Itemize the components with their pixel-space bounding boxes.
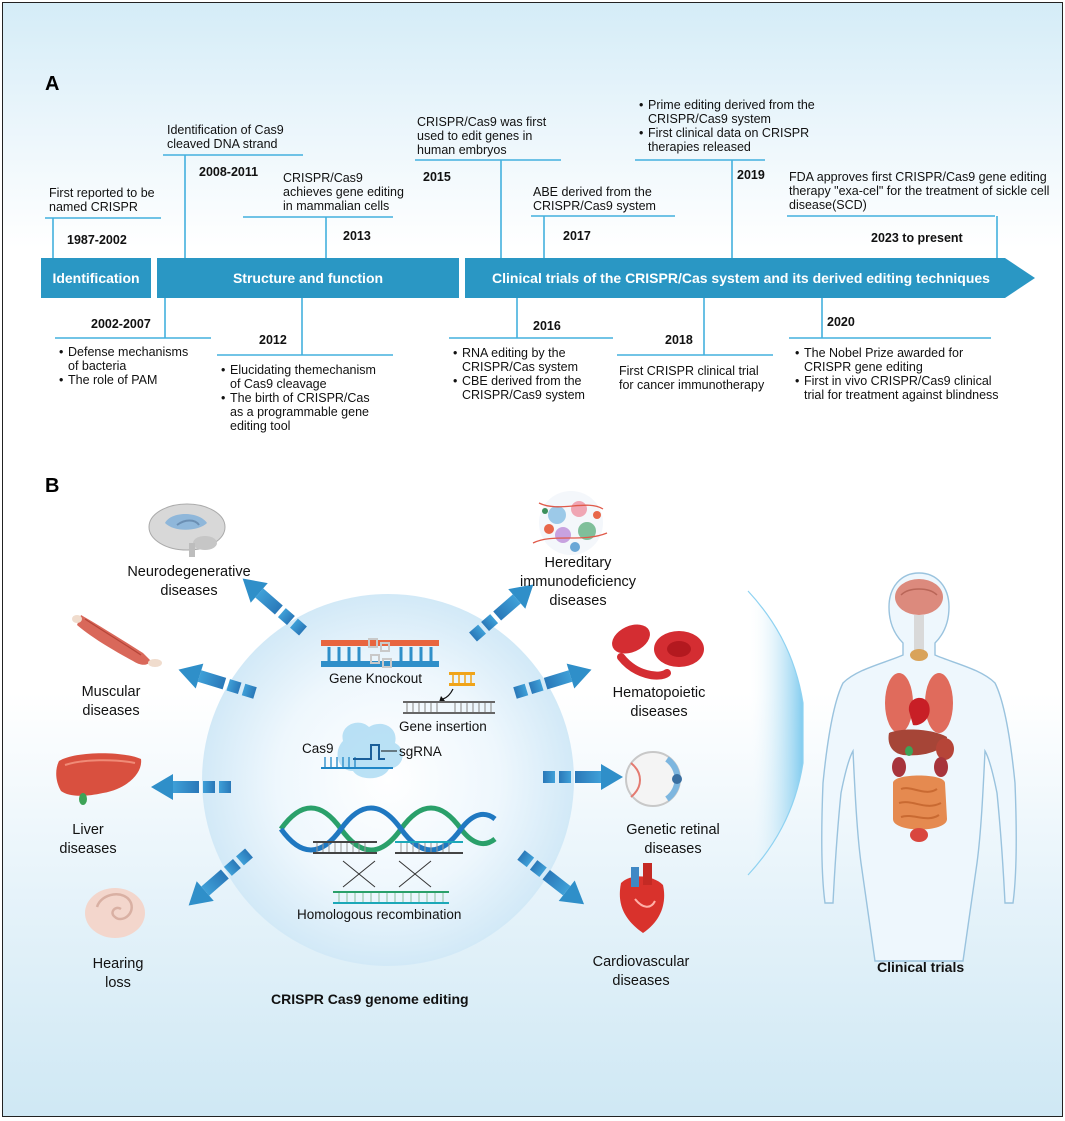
event-1987-text: First reported to be named CRISPR <box>49 186 155 214</box>
sgrna-label: sgRNA <box>399 744 442 759</box>
event-2017-text: ABE derived from the CRISPR/Cas9 system <box>533 185 656 213</box>
event-2012-item: Elucidating themechanism of Cas9 cleavag… <box>221 363 376 391</box>
double-helix-icon <box>278 805 497 853</box>
timeline-bar <box>41 258 1035 298</box>
gene-insertion-label: Gene insertion <box>399 719 487 734</box>
event-2020-year: 2020 <box>827 315 855 329</box>
insertion-dna-icon <box>403 672 495 714</box>
heart-icon <box>619 863 665 933</box>
event-2012-year: 2012 <box>259 333 287 347</box>
event-2020-list: The Nobel Prize awarded for CRISPR gene … <box>795 346 999 402</box>
band-label-clinical: Clinical trials of the CRISPR/Cas system… <box>492 270 990 286</box>
disease-hematopoietic: Hematopoietic diseases <box>612 685 706 720</box>
ear-icon <box>85 888 145 938</box>
event-2020-item: First in vivo CRISPR/Cas9 clinical trial… <box>795 374 999 402</box>
liver-icon <box>56 753 142 805</box>
eye-icon <box>625 751 682 807</box>
genome-editing-caption: CRISPR Cas9 genome editing <box>271 991 469 1007</box>
knockout-dna-icon <box>321 638 439 668</box>
event-2002-year: 2002-2007 <box>91 317 151 331</box>
event-2012-list: Elucidating themechanism of Cas9 cleavag… <box>221 363 376 433</box>
event-2018-year: 2018 <box>665 333 693 347</box>
disease-neurodegenerative: Neurodegenerative diseases <box>127 564 251 599</box>
muscle-icon <box>72 615 162 667</box>
event-2016-year: 2016 <box>533 319 561 333</box>
timeline-connectors <box>45 154 998 356</box>
disease-retinal: Genetic retinal diseases <box>626 822 720 857</box>
homologous-recombination-label: Homologous recombination <box>297 907 462 922</box>
human-body-icon <box>821 572 1017 962</box>
event-2008-year: 2008-2011 <box>199 165 259 179</box>
clinical-trials-caption: Clinical trials <box>877 959 965 975</box>
genome-editing-circle <box>202 594 574 966</box>
event-2002-list: Defense mechanisms of bacteria The role … <box>59 345 188 387</box>
event-2015-text: CRISPR/Cas9 was first used to edit genes… <box>417 115 547 157</box>
event-2023-text: FDA approves first CRISPR/Cas9 gene edit… <box>789 170 1050 212</box>
disease-cardiovascular: Cardiovascular diseases <box>592 954 690 989</box>
red-blood-cell-icon <box>612 624 704 680</box>
band-clinical-trials <box>465 258 1035 298</box>
event-2002-item: The role of PAM <box>59 373 188 387</box>
event-2013-text: CRISPR/Cas9 achieves gene editing in mam… <box>283 171 404 213</box>
event-2016-item: RNA editing by the CRISPR/Cas system <box>453 346 585 374</box>
panel-a-label: A <box>45 73 60 95</box>
event-2012-item: The birth of CRISPR/Cas as a programmabl… <box>221 391 376 433</box>
gene-knockout-label: Gene Knockout <box>329 671 423 686</box>
disease-hearing-loss: Hearing loss <box>92 956 144 991</box>
cas9-label: Cas9 <box>302 741 334 756</box>
clinical-bracket <box>748 591 803 875</box>
event-2015-year: 2015 <box>423 170 451 184</box>
event-2008-text: Identification of Cas9 cleaved DNA stran… <box>167 123 284 151</box>
event-2019-item: Prime editing derived from the CRISPR/Ca… <box>639 98 815 126</box>
event-2019-item: First clinical data on CRISPR therapies … <box>639 126 815 154</box>
event-2020-item: The Nobel Prize awarded for CRISPR gene … <box>795 346 999 374</box>
band-label-identification: Identification <box>52 270 140 286</box>
band-structure-function <box>157 258 459 298</box>
band-label-structure: Structure and function <box>232 270 384 286</box>
disease-liver: Liver diseases <box>59 822 117 857</box>
event-2002-item: Defense mechanisms of bacteria <box>59 345 188 373</box>
brain-icon <box>148 503 226 557</box>
event-2017-year: 2017 <box>563 229 591 243</box>
disease-muscular: Muscular diseases <box>81 684 141 719</box>
event-2019-year: 2019 <box>737 168 765 182</box>
event-2019-list: Prime editing derived from the CRISPR/Ca… <box>639 98 815 154</box>
event-2018-text: First CRISPR clinical trial for cancer i… <box>619 364 765 392</box>
panel-b-label: B <box>45 475 60 497</box>
donor-strands <box>313 841 463 904</box>
disease-immunodeficiency: Hereditary immunodeficiency diseases <box>519 555 637 609</box>
event-2013-year: 2013 <box>343 229 371 243</box>
immune-cells-icon <box>532 491 608 555</box>
band-identification <box>41 258 151 298</box>
event-2016-item: CBE derived from the CRISPR/Cas9 system <box>453 374 585 402</box>
event-2016-list: RNA editing by the CRISPR/Cas system CBE… <box>453 346 585 402</box>
event-2023-year: 2023 to present <box>871 231 963 245</box>
event-1987-year: 1987-2002 <box>67 233 127 247</box>
cas9-complex-icon <box>321 722 403 779</box>
